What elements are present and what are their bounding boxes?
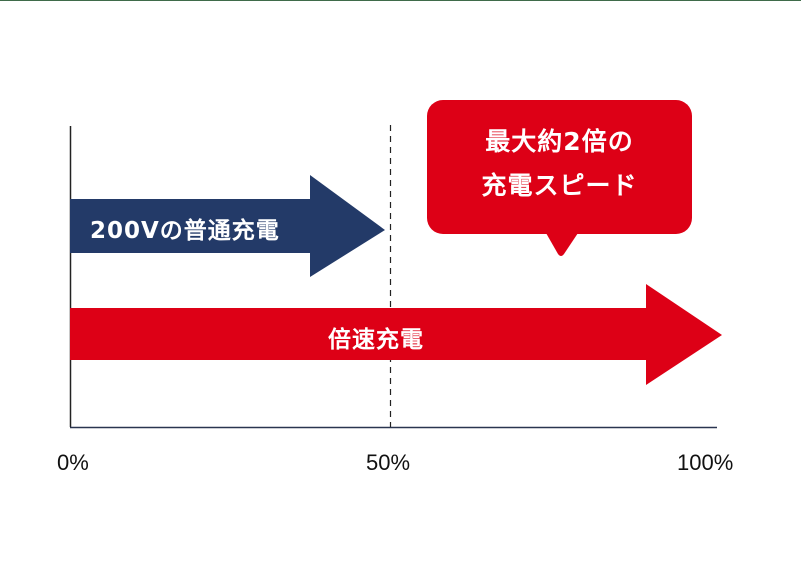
normal-charging-arrow <box>70 175 385 277</box>
fast-charging-arrow <box>70 284 722 385</box>
top-border <box>0 0 801 1</box>
callout-bubble <box>427 100 692 234</box>
callout-line-2: 充電スピード <box>481 171 638 200</box>
callout-tail <box>546 233 578 256</box>
x-tick-50: 50% <box>366 450 411 475</box>
fast-charging-label: 倍速充電 <box>328 327 424 353</box>
callout-line-1: 最大約2倍の <box>485 127 634 156</box>
x-tick-100: 100% <box>677 450 734 475</box>
normal-charging-label: 200Vの普通充電 <box>90 218 280 244</box>
callout-text: 最大約2倍の 充電スピード <box>427 120 692 208</box>
x-tick-0: 0% <box>57 450 89 475</box>
